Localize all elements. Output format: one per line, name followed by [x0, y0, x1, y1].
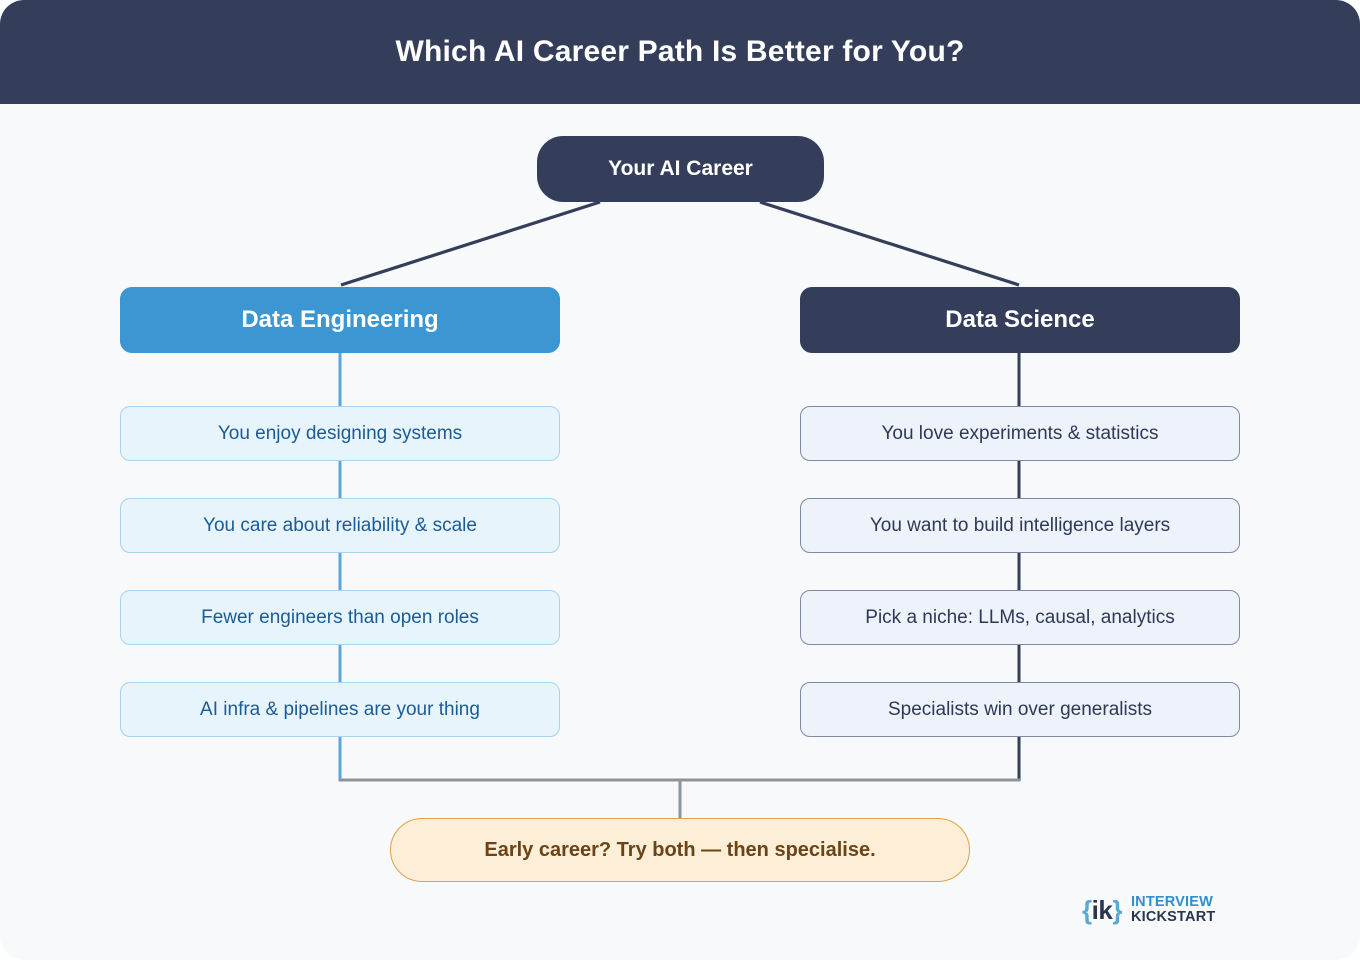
page-title: Which AI Career Path Is Better for You? — [395, 35, 965, 68]
node-root[interactable]: Your AI Career — [537, 136, 824, 202]
card-label: Fewer engineers than open roles — [201, 606, 479, 628]
card-label: AI infra & pipelines are your thing — [200, 698, 480, 720]
card-data-science-1[interactable]: You want to build intelligence layers — [800, 498, 1240, 553]
header-bar: Which AI Career Path Is Better for You? — [0, 0, 1360, 104]
interview-kickstart-logo: {ik} INTERVIEW KICKSTART — [1082, 895, 1215, 925]
card-label: You care about reliability & scale — [203, 514, 477, 536]
node-branch-data-engineering-label: Data Engineering — [241, 306, 439, 333]
callout-label: Early career? Try both — then specialise… — [484, 838, 876, 861]
card-data-science-2[interactable]: Pick a niche: LLMs, causal, analytics — [800, 590, 1240, 645]
card-label: You love experiments & statistics — [881, 422, 1159, 444]
card-data-engineering-1[interactable]: You care about reliability & scale — [120, 498, 560, 553]
card-label: Specialists win over generalists — [887, 698, 1152, 720]
logo-wordmark: INTERVIEW KICKSTART — [1131, 895, 1216, 925]
logo-brace-close: } — [1112, 894, 1122, 925]
node-branch-data-engineering[interactable]: Data Engineering — [120, 287, 560, 353]
card-data-science-3[interactable]: Specialists win over generalists — [800, 682, 1240, 737]
card-label: You enjoy designing systems — [217, 422, 463, 444]
node-branch-data-science[interactable]: Data Science — [800, 287, 1240, 353]
logo-line-kickstart: KICKSTART — [1130, 908, 1216, 925]
connector-root-to-right — [759, 200, 1020, 287]
card-data-engineering-0[interactable]: You enjoy designing systems — [120, 406, 560, 461]
logo-mark-inner: ik — [1091, 894, 1113, 925]
node-callout-advice[interactable]: Early career? Try both — then specialise… — [390, 818, 970, 882]
logo-brace-open: { — [1082, 894, 1092, 925]
card-label: Pick a niche: LLMs, causal, analytics — [865, 606, 1175, 628]
connector-root-to-left — [340, 200, 601, 287]
card-data-engineering-2[interactable]: Fewer engineers than open roles — [120, 590, 560, 645]
brace-ik-icon: {ik} — [1082, 897, 1122, 923]
card-data-engineering-3[interactable]: AI infra & pipelines are your thing — [120, 682, 560, 737]
card-data-science-0[interactable]: You love experiments & statistics — [800, 406, 1240, 461]
logo-line-interview: INTERVIEW — [1130, 894, 1214, 910]
node-root-label: Your AI Career — [608, 157, 753, 180]
node-branch-data-science-label: Data Science — [945, 306, 1095, 333]
card-label: You want to build intelligence layers — [869, 514, 1171, 536]
